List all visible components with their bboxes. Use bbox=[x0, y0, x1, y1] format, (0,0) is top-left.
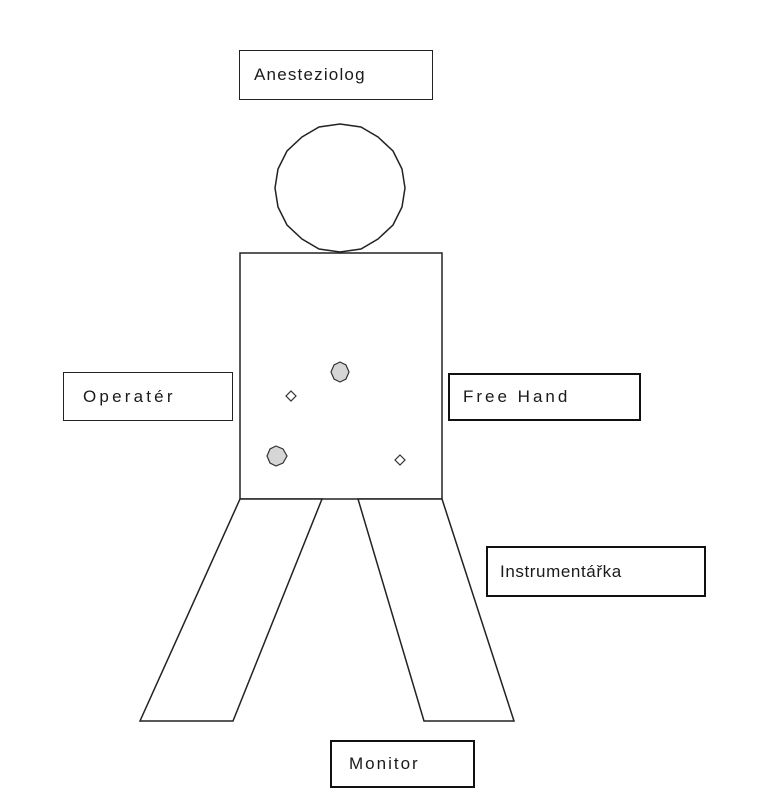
operater-label: Operatér bbox=[83, 386, 176, 406]
free-hand-label: Free Hand bbox=[463, 387, 571, 406]
instrumentarka-label: Instrumentářka bbox=[500, 561, 622, 581]
port-small-right bbox=[394, 454, 406, 466]
patient-left-leg bbox=[138, 498, 324, 722]
patient-right-leg bbox=[356, 498, 516, 722]
operater-label-box: Operatér bbox=[63, 372, 233, 421]
port-large-lower bbox=[266, 445, 288, 467]
monitor-label-box: Monitor bbox=[330, 740, 475, 788]
monitor-label: Monitor bbox=[349, 754, 420, 773]
patient-head bbox=[274, 123, 406, 253]
instrumentarka-label-box: Instrumentářka bbox=[486, 546, 706, 597]
anesteziolog-label: Anesteziolog bbox=[254, 65, 366, 84]
anesteziolog-label-box: Anesteziolog bbox=[239, 50, 433, 100]
free-hand-label-box: Free Hand bbox=[448, 373, 641, 421]
port-small-left bbox=[285, 390, 297, 402]
port-large-upper bbox=[330, 361, 350, 383]
